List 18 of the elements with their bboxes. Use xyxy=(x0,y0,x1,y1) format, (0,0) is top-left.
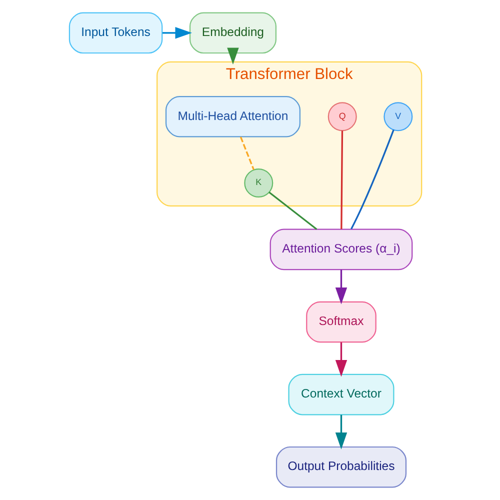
node-circle: Q xyxy=(328,102,357,132)
arrow xyxy=(335,342,348,377)
connector xyxy=(240,136,255,170)
arrow xyxy=(162,27,192,39)
node-box: Multi-Head Attention xyxy=(165,96,300,138)
node-circle: K xyxy=(244,168,274,198)
node-box: Attention Scores (α_i) xyxy=(270,228,413,270)
node-box: Input Tokens xyxy=(68,12,163,54)
arrow xyxy=(227,48,239,64)
node-circle: V xyxy=(384,102,413,132)
node-box: Context Vector xyxy=(288,374,394,416)
node-box: Output Probabilities xyxy=(276,446,407,488)
connector xyxy=(268,192,318,230)
arrow xyxy=(335,414,348,450)
connector xyxy=(340,130,344,230)
connector xyxy=(350,130,394,230)
node-box: Softmax xyxy=(306,301,376,343)
arrow xyxy=(335,270,348,304)
